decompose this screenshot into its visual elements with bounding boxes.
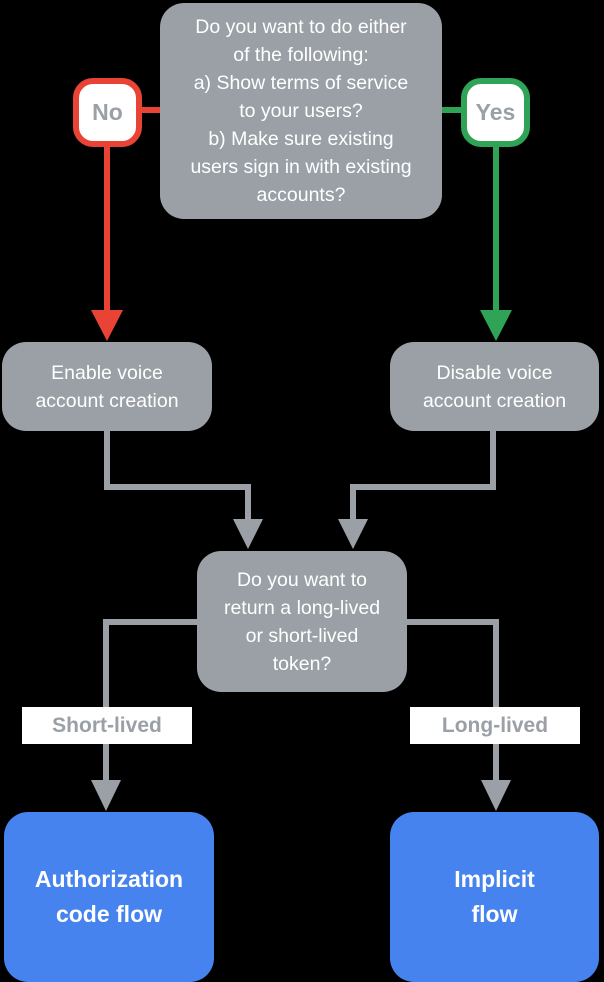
enable-to-question2-wire [104, 431, 251, 521]
long-lived-edge-label: Long-lived [410, 707, 580, 744]
question-node-terms-of-service: Do you want to do either of the followin… [160, 3, 442, 219]
auth-arrowhead-icon [91, 780, 121, 811]
authorization-code-flow-node: Authorization code flow [4, 812, 214, 982]
yes-decision-badge: Yes [461, 78, 530, 147]
no-decision-badge: No [73, 78, 142, 147]
question2-to-implicit-wire [407, 619, 499, 782]
enable-voice-account-node: Enable voice account creation [2, 342, 212, 431]
no-arrowhead-icon [91, 310, 123, 341]
disable-voice-account-node: Disable voice account creation [390, 342, 599, 431]
disable-to-question2-wire [350, 431, 496, 521]
yes-arrowhead-icon [480, 310, 512, 341]
implicit-arrowhead-icon [481, 780, 511, 811]
short-lived-edge-label: Short-lived [22, 707, 192, 744]
disable-arrowhead-icon [338, 519, 368, 549]
question2-to-auth-wire [103, 619, 197, 782]
question-node-token-lifetime: Do you want to return a long-lived or sh… [197, 551, 407, 692]
implicit-flow-node: Implicit flow [390, 812, 599, 982]
enable-arrowhead-icon [233, 519, 263, 549]
